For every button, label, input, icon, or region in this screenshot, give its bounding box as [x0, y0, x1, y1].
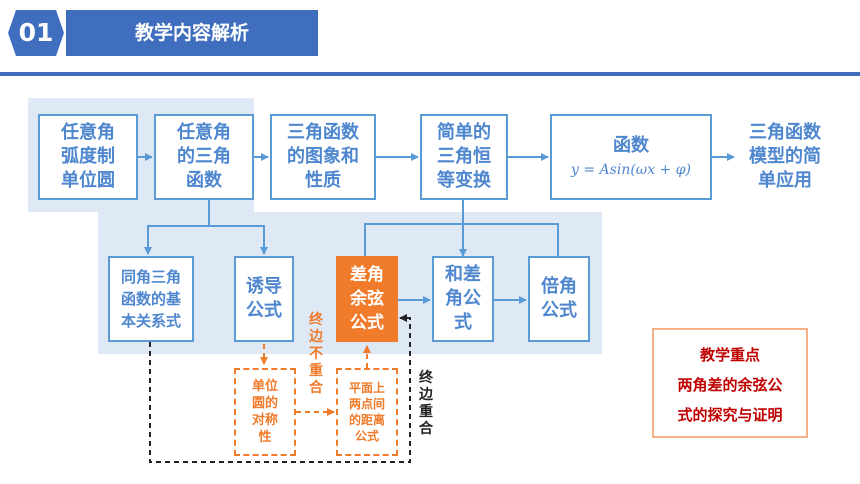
node-distance-two-points: 平面上 两点间 的距离 公式 [336, 368, 398, 456]
key-point-line2: 式的探究与证明 [677, 406, 783, 424]
function-title: 函数 [613, 135, 649, 156]
node-model-application: 三角函数 模型的简 单应用 [736, 114, 834, 200]
key-point-box: 教学重点 两角差的余弦公 式的探究与证明 [652, 328, 808, 438]
node-trig-of-any-angle: 任意角 的三角 函数 [154, 114, 254, 200]
arrow-coincide-to-cos [149, 314, 411, 463]
node-double-angle: 倍角 公式 [528, 256, 590, 342]
branch-to-reduction [209, 225, 268, 255]
node-sum-difference: 和差 角公 式 [432, 256, 494, 342]
section-number: 01 [18, 18, 54, 47]
key-point-line1: 两角差的余弦公 [677, 376, 783, 394]
label-terminal-coincide: 终 边 重 合 [419, 370, 433, 437]
node-simple-identities: 简单的 三角恒 等变换 [420, 114, 508, 200]
page-title: 教学内容解析 [66, 10, 318, 56]
node-graph-and-properties: 三角函数 的图象和 性质 [270, 114, 376, 200]
key-point-heading: 教学重点 [699, 346, 760, 364]
label-terminal-not-coincide: 终 边 不 重 合 [309, 312, 323, 396]
header-rule [0, 72, 860, 76]
node-same-angle-relations: 同角三角 函数的基 本关系式 [108, 256, 194, 342]
section-number-badge: 01 [8, 10, 64, 56]
bracket-identities [364, 223, 559, 256]
node-function: 函数 y = Asin(ωx + φ) [550, 114, 712, 200]
node-cos-difference: 差角 余弦 公式 [336, 256, 398, 342]
branch-to-same-angle [144, 200, 210, 255]
node-reduction-formulas: 诱导 公式 [234, 256, 294, 342]
node-unit-circle-symmetry: 单位 圆的 对称 性 [234, 368, 296, 456]
badge-shape [8, 10, 64, 56]
function-formula: y = Asin(ωx + φ) [571, 162, 691, 178]
node-radian-unit-circle: 任意角 弧度制 单位圆 [38, 114, 138, 200]
